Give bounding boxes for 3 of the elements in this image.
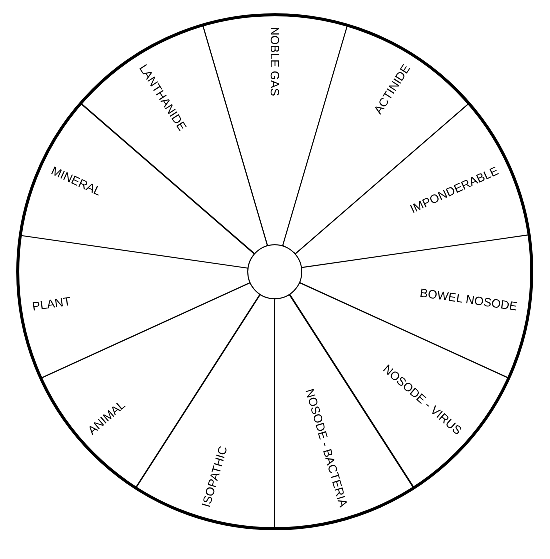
sector-label: NOBLE GAS — [267, 27, 283, 96]
sector-label: PLANT — [31, 293, 72, 315]
sector-label: BOWEL NOSODE — [419, 284, 519, 315]
